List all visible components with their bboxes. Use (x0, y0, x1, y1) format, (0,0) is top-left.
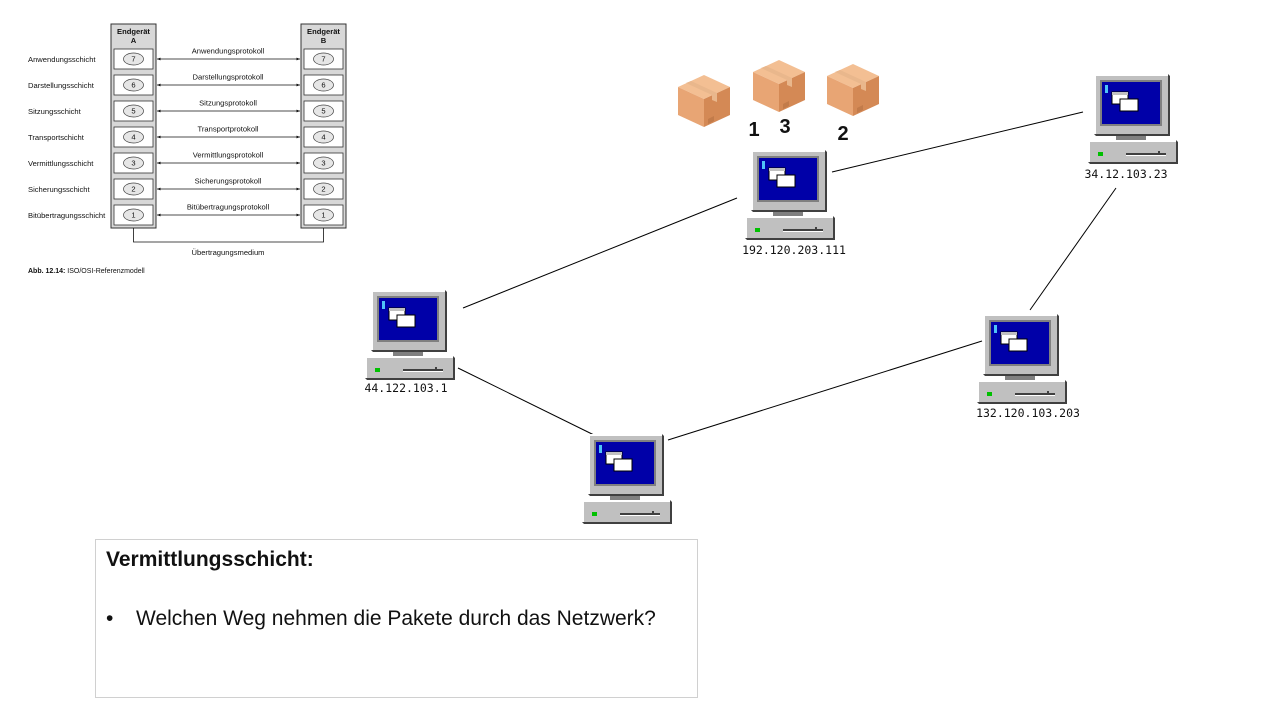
computer-icon (976, 313, 1068, 405)
computer-icon (581, 433, 673, 525)
layer-number-a: 3 (131, 159, 135, 168)
layer-number-b: 5 (321, 107, 325, 116)
layer-number-a: 5 (131, 107, 135, 116)
question-text: Welchen Weg nehmen die Pakete durch das … (136, 607, 656, 630)
figure-caption-label: Abb. 12.14: (28, 268, 65, 275)
layer-name: Darstellungsschicht (28, 81, 95, 90)
layer-number-b: 1 (321, 211, 325, 220)
protocol-label: Transportprotokoll (198, 125, 259, 134)
layer-number-b: 7 (321, 55, 325, 64)
layer-name: Bitübertragungsschicht (28, 211, 106, 220)
computer-ip-label: 34.12.103.23 (1084, 167, 1167, 181)
transmission-medium-label: Übertragungsmedium (191, 248, 264, 257)
layer-number-badge-a (123, 182, 144, 196)
question-title: Vermittlungsschicht: (106, 548, 314, 571)
osi-layer-row: Transportschicht 4 4 Transportprotokoll (28, 125, 344, 148)
layer-number-badge-b (313, 156, 334, 170)
packet-number: 3 (779, 116, 790, 138)
layer-number-b: 3 (321, 159, 325, 168)
layer-name: Anwendungsschicht (28, 55, 96, 64)
end-device-a-letter: A (131, 36, 137, 45)
layer-number-badge-b (313, 52, 334, 66)
packet-box-icon (827, 64, 879, 116)
layer-number-badge-a (123, 130, 144, 144)
end-device-b-letter: B (321, 36, 327, 45)
computer-icon (744, 149, 836, 241)
bullet-point: • (106, 607, 114, 630)
osi-layer-row: Anwendungsschicht 7 7 Anwendungsprotokol… (28, 47, 344, 70)
network-link (667, 340, 983, 441)
layer-number-a: 1 (131, 211, 135, 220)
network-link (831, 111, 1084, 173)
packet-number: 1 (748, 119, 759, 141)
layer-number-badge-b (313, 104, 334, 118)
packet-box-icon (753, 60, 805, 112)
layer-number-a: 2 (131, 185, 135, 194)
protocol-label: Darstellungsprotokoll (193, 73, 264, 82)
network-link (1029, 187, 1117, 311)
layer-name: Sicherungsschicht (28, 185, 91, 194)
network-link (457, 367, 595, 436)
layer-number-badge-a (123, 78, 144, 92)
computer-icon (364, 289, 456, 381)
layer-number-a: 4 (131, 133, 135, 142)
layer-number-badge-b (313, 208, 334, 222)
packet-box-icon (678, 75, 730, 127)
osi-layer-row: Bitübertragungsschicht 1 1 Bitübertragun… (28, 203, 344, 226)
layer-number-badge-b (313, 130, 334, 144)
osi-layer-row: Vermittlungsschicht 3 3 Vermittlungsprot… (28, 151, 344, 174)
layer-name: Sitzungsschicht (28, 107, 82, 116)
layer-number-a: 7 (131, 55, 135, 64)
transmission-medium-line (133, 228, 324, 243)
protocol-label: Vermittlungsprotokoll (193, 151, 264, 160)
protocol-label: Bitübertragungsprotokoll (187, 203, 270, 212)
network-link (462, 197, 738, 309)
layer-number-b: 2 (321, 185, 325, 194)
protocol-label: Sicherungsprotokoll (195, 177, 262, 186)
layer-number-a: 6 (131, 81, 135, 90)
layer-number-badge-a (123, 104, 144, 118)
question-box: Vermittlungsschicht: • Welchen Weg nehme… (95, 539, 698, 698)
osi-reference-model-figure: Endgerät A Endgerät B Anwendungsschicht … (28, 23, 347, 275)
layer-name: Vermittlungsschicht (28, 159, 94, 168)
osi-layer-row: Sitzungsschicht 5 5 Sitzungsprotokoll (28, 99, 344, 122)
computer-ip-label: 44.122.103.1 (364, 381, 447, 395)
osi-layer-row: Sicherungsschicht 2 2 Sicherungsprotokol… (28, 177, 344, 200)
computer-icon (1087, 73, 1179, 165)
osi-layer-row: Darstellungsschicht 6 6 Darstellungsprot… (28, 73, 344, 96)
protocol-label: Anwendungsprotokoll (192, 47, 265, 56)
layer-number-badge-a (123, 52, 144, 66)
layer-number-b: 4 (321, 133, 325, 142)
layer-number-badge-b (313, 182, 334, 196)
end-device-a-label: Endgerät (117, 27, 150, 36)
packet-number: 2 (837, 123, 848, 145)
figure-caption: Abb. 12.14: ISO/OSI-Referenzmodell (28, 268, 145, 275)
computer-ip-label: 132.120.103.203 (976, 406, 1080, 420)
figure-caption-text: ISO/OSI-Referenzmodell (65, 268, 145, 275)
layer-number-badge-b (313, 78, 334, 92)
layer-number-badge-a (123, 208, 144, 222)
protocol-label: Sitzungsprotokoll (199, 99, 257, 108)
end-device-b-label: Endgerät (307, 27, 340, 36)
layer-name: Transportschicht (28, 133, 85, 142)
layer-number-b: 6 (321, 81, 325, 90)
computer-ip-label: 192.120.203.111 (742, 243, 846, 257)
layer-number-badge-a (123, 156, 144, 170)
